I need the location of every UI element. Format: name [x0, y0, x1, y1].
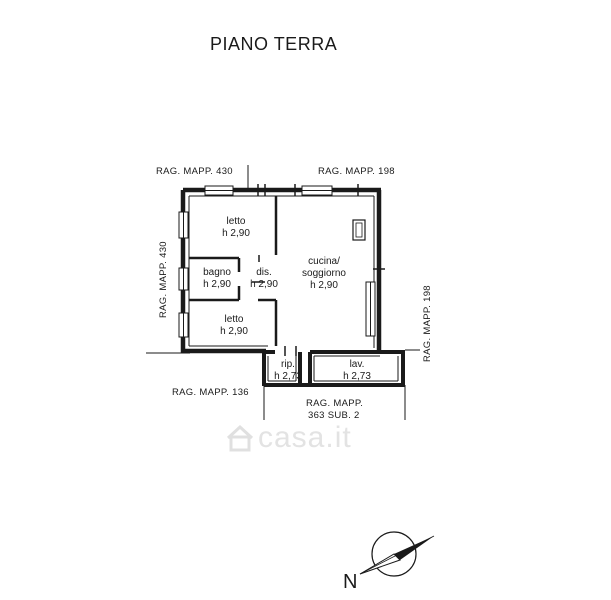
chimney-inner [355, 222, 363, 238]
room-label-lavanderia: lav. h 2,73 [332, 359, 382, 383]
room-name: cucina/ [308, 256, 340, 267]
room-name: letto [226, 216, 246, 227]
room-label-disimpegno: dis. h 2,90 [244, 267, 284, 291]
annex-walls [262, 350, 405, 387]
watermark: casa.it [258, 421, 352, 454]
north-arrow-icon [359, 535, 435, 575]
cadastral-label-bottom-left: RAG. MAPP. 136 [172, 387, 249, 398]
room-height: h 2,90 [203, 279, 231, 290]
room-height: h 2,90 [222, 228, 250, 239]
windows [178, 185, 376, 338]
room-label-bagno: bagno h 2,90 [195, 267, 239, 291]
cadastral-label-right: RAG. MAPP. 198 [422, 285, 433, 362]
room-height: h 2,73 [274, 371, 302, 382]
room-height: h 2,90 [250, 279, 278, 290]
north-label: N [343, 571, 358, 593]
door-jambs [252, 184, 385, 356]
cadastral-label-bottom-line1: RAG. MAPP. [306, 398, 364, 409]
room-label-letto-bottom: letto h 2,90 [212, 314, 256, 338]
room-label-ripostiglio: rip. h 2,73 [268, 359, 308, 383]
room-height: h 2,90 [220, 326, 248, 337]
cadastral-label-top-right: RAG. MAPP. 198 [318, 166, 395, 177]
room-name: dis. [256, 267, 272, 278]
room-label-cucina-soggiorno: cucina/ soggiorno h 2,90 [289, 256, 359, 292]
room-height: h 2,90 [310, 280, 338, 291]
annex-walls-inner [267, 355, 399, 382]
room-name: rip. [281, 359, 295, 370]
cadastral-label-left: RAG. MAPP. 430 [158, 241, 169, 318]
room-name: bagno [203, 267, 231, 278]
cadastral-label-bottom-line2: 363 SUB. 2 [308, 410, 360, 421]
cadastral-label-top-left: RAG. MAPP. 430 [156, 166, 233, 177]
plan-title: PIANO TERRA [210, 34, 338, 54]
interior-walls [189, 196, 278, 346]
room-name: letto [224, 314, 244, 325]
room-name-2: soggiorno [302, 268, 346, 279]
room-name: lav. [349, 359, 365, 370]
house-icon [226, 424, 254, 452]
room-label-letto-top: letto h 2,90 [214, 216, 258, 240]
room-height: h 2,73 [343, 371, 371, 382]
north-arrow-circle [371, 531, 417, 577]
